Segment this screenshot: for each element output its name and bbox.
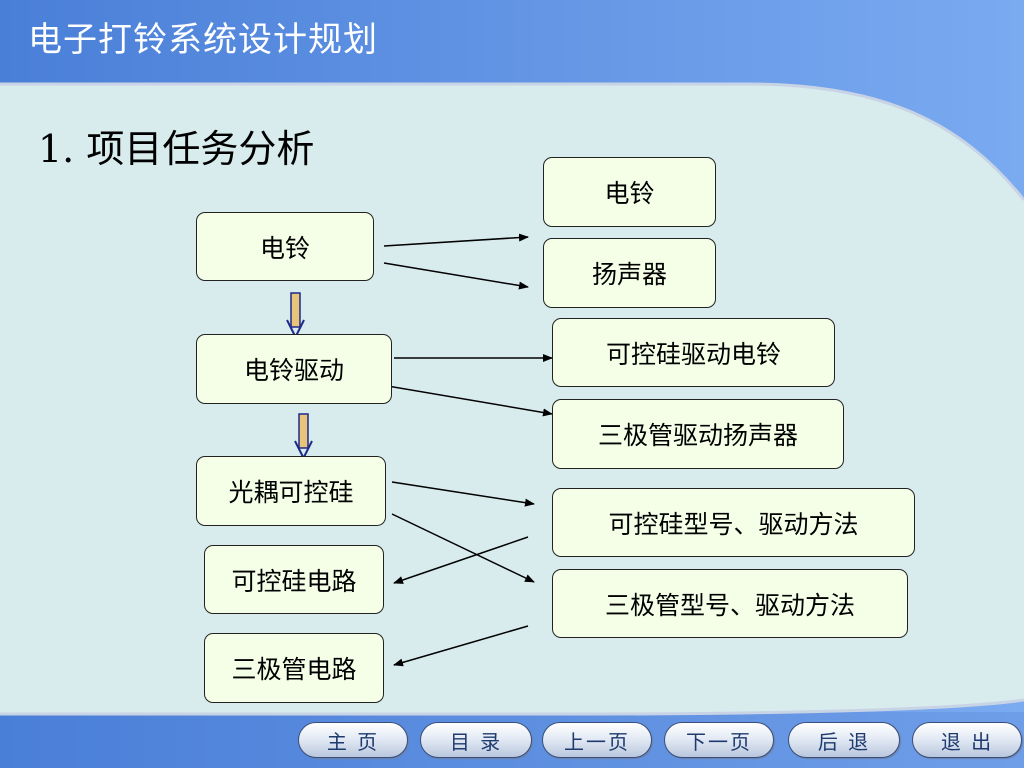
box-scr-drive-bell: 可控硅驱动电铃: [552, 318, 835, 387]
arrow-bell-to-bell: [383, 233, 529, 247]
nav-exit-button[interactable]: 退 出: [912, 722, 1022, 758]
box-right-bell: 电铃: [543, 157, 716, 227]
arrow-opto-to-scr-model: [391, 481, 535, 507]
down-arrow-2: [294, 413, 313, 461]
box-speaker: 扬声器: [543, 238, 716, 308]
nav-home-button[interactable]: 主 页: [298, 722, 408, 758]
box-optocoupler-scr: 光耦可控硅: [196, 456, 386, 526]
arrow-drive-to-transistor-drive: [375, 383, 553, 417]
arrow-transistor-model-to-transistor-circuit: [393, 625, 529, 667]
arrow-scr-model-to-scr-circuit: [393, 536, 529, 584]
arrow-bell-to-speaker: [383, 262, 529, 290]
box-transistor-drive-speaker: 三极管驱动扬声器: [552, 399, 844, 469]
box-bell-drive: 电铃驱动: [196, 334, 392, 404]
box-transistor-circuit: 三极管电路: [204, 633, 384, 703]
box-scr-circuit: 可控硅电路: [204, 545, 384, 614]
arrow-opto-to-transistor-model: [391, 513, 535, 583]
down-arrow-1: [286, 292, 305, 340]
nav-contents-button[interactable]: 目 录: [420, 722, 532, 758]
box-scr-model: 可控硅型号、驱动方法: [552, 488, 915, 557]
nav-back-button[interactable]: 后 退: [788, 722, 900, 758]
slide-title: 电子打铃系统设计规划: [28, 20, 378, 60]
box-transistor-model: 三极管型号、驱动方法: [552, 569, 908, 638]
nav-next-page-button[interactable]: 下一页: [664, 722, 774, 758]
box-bell: 电铃: [196, 212, 374, 281]
nav-prev-page-button[interactable]: 上一页: [542, 722, 652, 758]
section-heading: 1. 项目任务分析: [38, 127, 315, 171]
